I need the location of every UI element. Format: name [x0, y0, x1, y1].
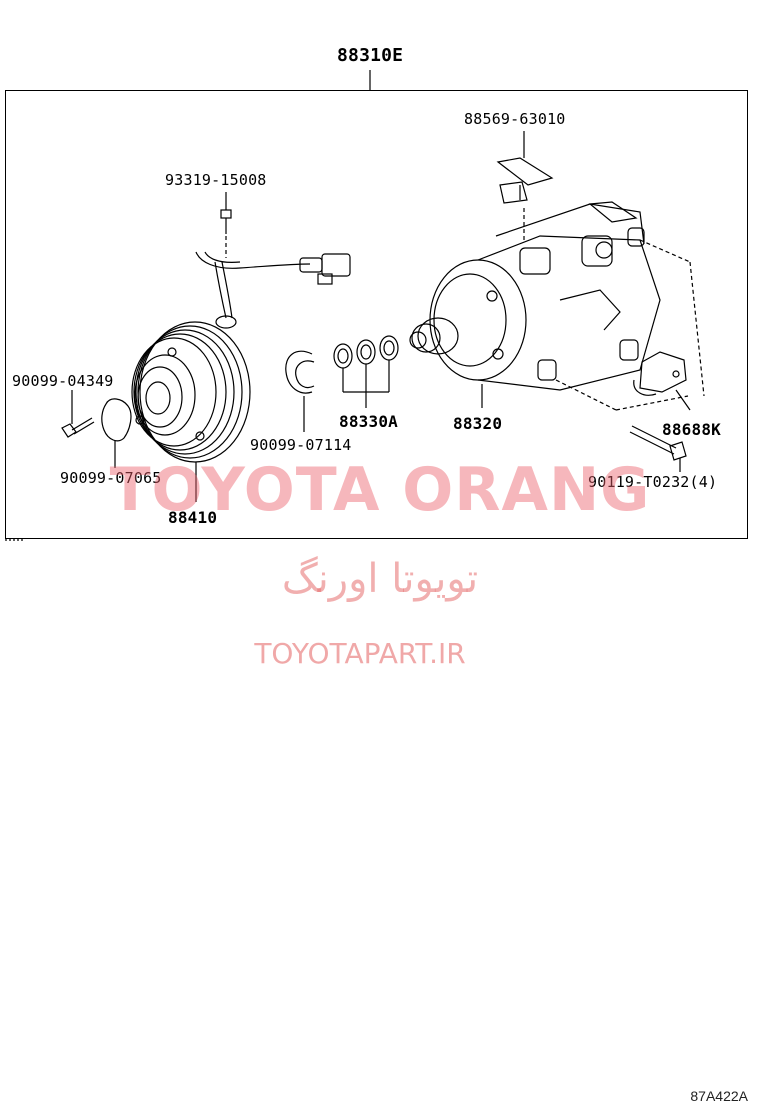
figure-code: 87A422A	[690, 1088, 748, 1104]
label-orings: 88330A	[339, 412, 398, 431]
shim-part	[101, 398, 132, 468]
compressor-body-part	[409, 201, 705, 411]
label-snap-ring: 90099-07114	[250, 436, 352, 454]
orings-part	[333, 335, 399, 408]
harness-part	[195, 251, 351, 329]
watermark-url: TOYOTAPART.IR	[254, 637, 466, 670]
label-bolt-left: 90099-04349	[12, 372, 114, 390]
label-clutch: 88410	[168, 508, 218, 527]
label-shim: 90099-07065	[60, 469, 162, 487]
label-bracket: 88569-63010	[464, 110, 566, 128]
label-stay: 88688K	[662, 420, 721, 439]
diagram-frame	[5, 90, 748, 539]
bolt-left-part	[61, 390, 95, 438]
bolt-top-part	[220, 192, 232, 258]
bracket-part	[496, 131, 554, 240]
label-bolt-top: 93319-15008	[165, 171, 267, 189]
clutch-pulley-part	[131, 321, 251, 502]
label-compressor: 88320	[453, 414, 503, 433]
label-mount-bolt: 90119-T0232(4)	[588, 473, 718, 491]
mount-bolt-part	[629, 425, 687, 472]
watermark-main: TOYOTA ORANG	[109, 455, 651, 525]
watermark-persian: تویوتا اورنگ	[281, 556, 479, 602]
snap-ring-part	[285, 350, 315, 432]
assembly-label: 88310E	[337, 45, 404, 66]
stay-part	[633, 351, 691, 411]
